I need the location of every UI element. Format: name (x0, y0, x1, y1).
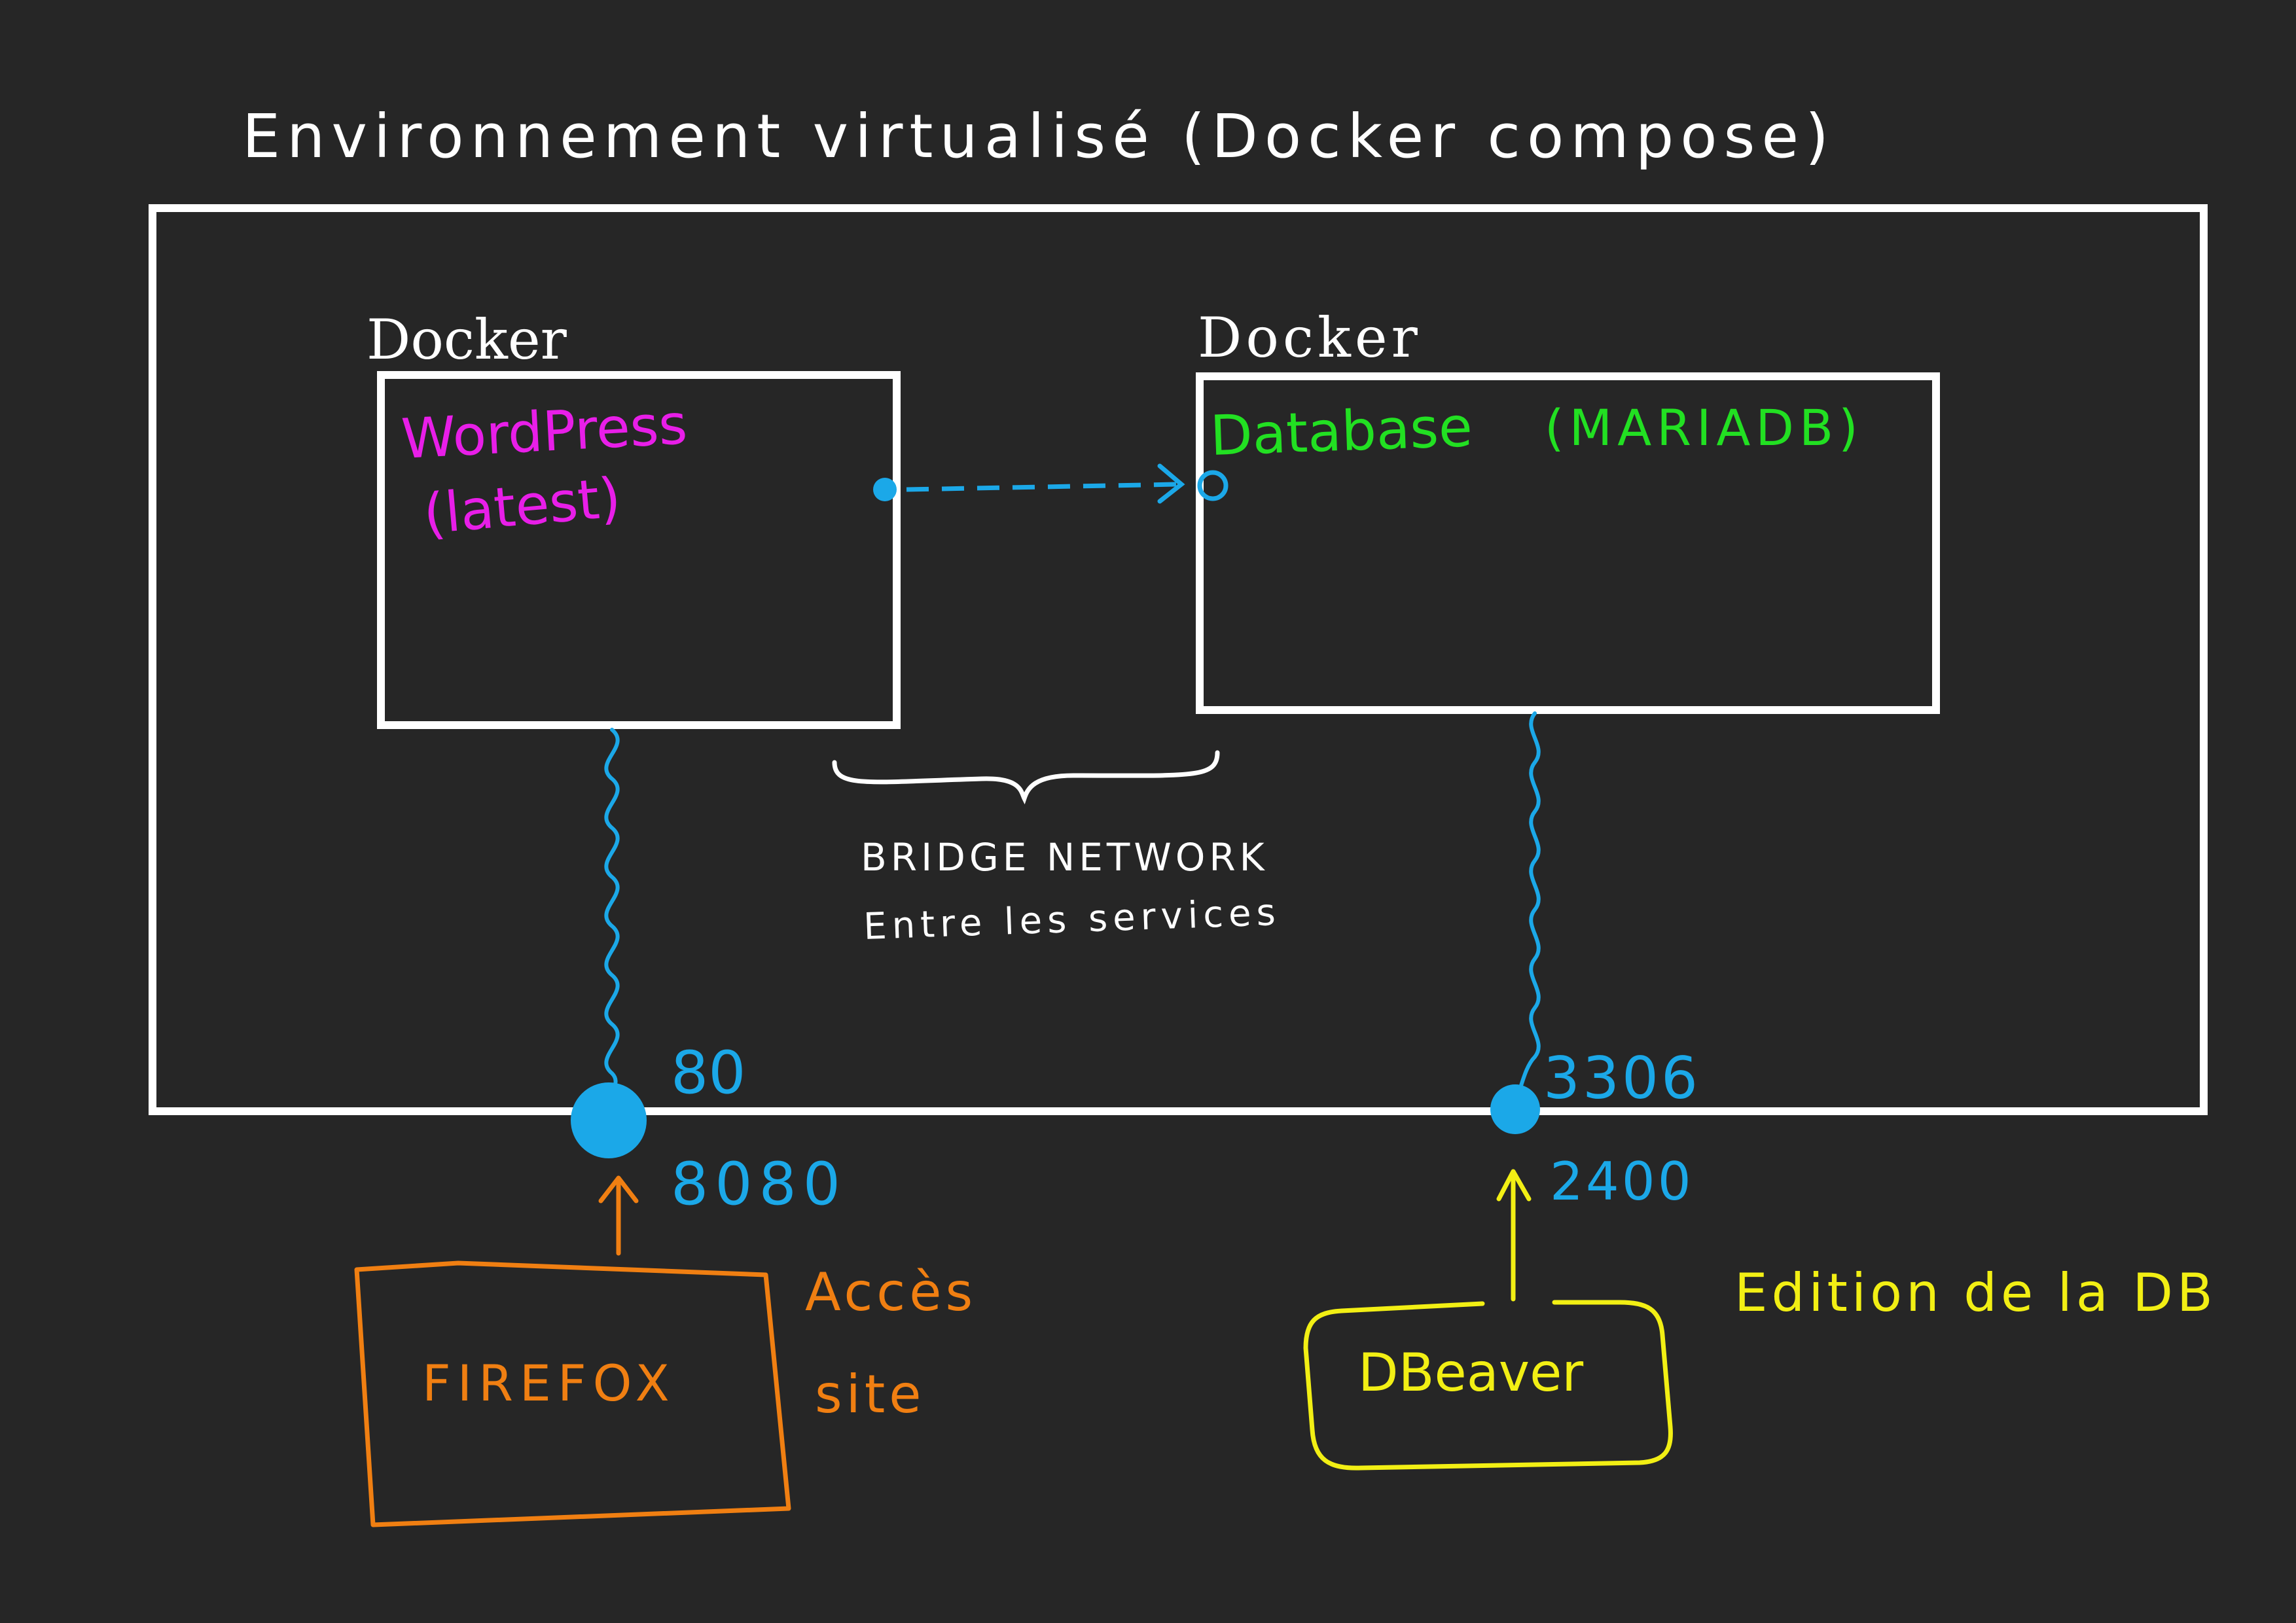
database-container-box (1196, 372, 1940, 714)
database-docker-label: Docker (1198, 306, 1422, 370)
container-dashed-link (906, 482, 1179, 492)
wordpress-link-endpoint (873, 478, 897, 501)
firefox-label: FIREFOX (422, 1354, 676, 1412)
firefox-purpose-line2: site (815, 1364, 925, 1425)
dashed-link-arrowhead (1157, 463, 1185, 504)
database-port-wire (1513, 711, 1541, 1105)
dbeaver-purpose: Edition de la DB (1734, 1262, 2217, 1323)
database-internal-port: 3306 (1543, 1044, 1700, 1112)
wordpress-docker-label: Docker (367, 308, 567, 372)
dbeaver-arrowhead (1496, 1169, 1532, 1202)
database-external-port: 2400 (1550, 1151, 1694, 1212)
bridge-network-description: Entre les services (863, 891, 1282, 948)
dbeaver-client-box (1303, 1300, 1673, 1471)
virtual-environment-frame (149, 204, 2208, 1115)
database-engine: (MARIADB) (1545, 399, 1863, 457)
database-port-node (1490, 1084, 1540, 1134)
bridge-network-brace (832, 750, 1220, 805)
dbeaver-label: DBeaver (1358, 1342, 1583, 1403)
wordpress-internal-port: 80 (671, 1039, 746, 1107)
database-name: Database (1209, 395, 1473, 468)
bridge-network-label: BRIDGE NETWORK (861, 835, 1268, 880)
firefox-client-box (354, 1260, 791, 1527)
database-link-endpoint (1197, 470, 1229, 501)
firefox-arrowhead (598, 1175, 639, 1204)
wordpress-tag: (latest) (421, 465, 623, 546)
diagram-title: Environnement virtualisé (Docker compose… (242, 101, 1835, 171)
wordpress-container-box (377, 371, 901, 729)
firefox-purpose-line1: Accès (805, 1262, 977, 1323)
wordpress-external-port: 8080 (671, 1150, 847, 1219)
wordpress-name: WordPress (400, 392, 689, 471)
wordpress-port-node (571, 1082, 647, 1158)
wordpress-port-wire (604, 728, 620, 1101)
